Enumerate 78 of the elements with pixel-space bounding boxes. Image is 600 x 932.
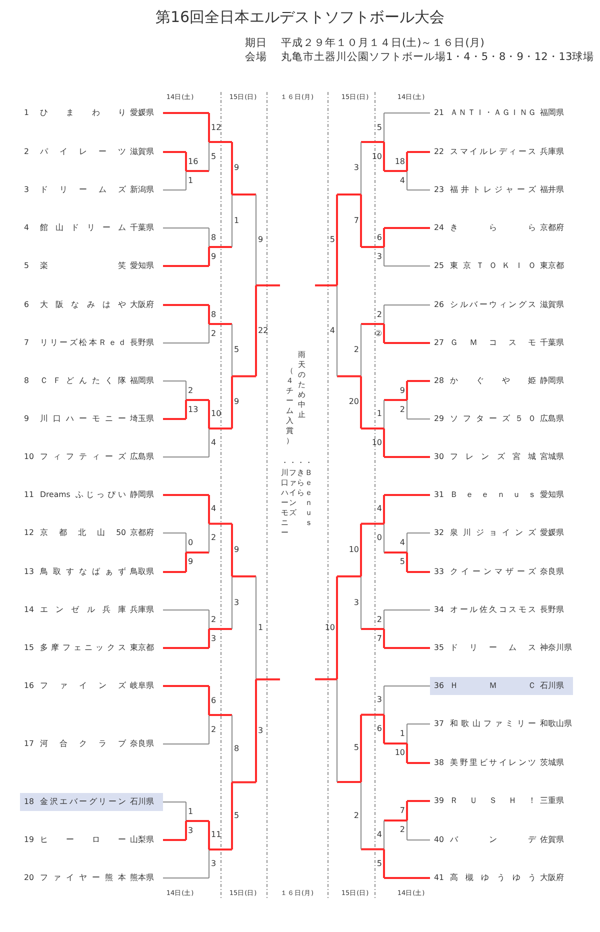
score: 8: [211, 310, 216, 320]
score: 4: [330, 326, 335, 336]
score: 0: [376, 533, 382, 544]
score: 2: [376, 614, 382, 624]
score: 10: [372, 438, 382, 448]
score: 9: [234, 163, 240, 174]
score: 9: [234, 545, 240, 556]
score: 1: [258, 622, 264, 633]
score: 5: [354, 743, 359, 754]
score: 12: [211, 122, 222, 132]
score: 22: [258, 326, 268, 336]
score: 4: [376, 504, 382, 514]
score: 2: [211, 614, 216, 624]
score: 8: [234, 744, 240, 754]
field-value: 丸亀市土器川公園ソフトボール場1・4・5・8・9・12・13球場: [281, 50, 594, 64]
score: 4: [211, 438, 216, 448]
score: 4: [211, 504, 216, 514]
score: 9: [234, 397, 240, 408]
score: 11: [211, 830, 222, 840]
score: 9: [188, 557, 194, 568]
score: 6: [376, 724, 382, 734]
title: 第16回全日本エルデストソフトボール大会: [154, 8, 446, 27]
score: 8: [211, 232, 216, 242]
score: 10: [372, 152, 382, 162]
field-label: 期日: [245, 36, 267, 50]
score: 5: [211, 152, 216, 162]
score: 2: [211, 328, 216, 338]
score: 2: [376, 310, 382, 320]
score: 2: [400, 825, 405, 836]
score: 1: [234, 216, 240, 226]
score: 3: [211, 858, 216, 869]
field-label: 会場: [245, 50, 267, 64]
score: 3: [188, 826, 194, 836]
score: 1: [376, 409, 382, 420]
score: 2: [211, 724, 216, 734]
score: 3: [376, 252, 382, 262]
score: 20: [348, 397, 359, 408]
score: 5: [234, 810, 240, 821]
score: 5: [330, 234, 335, 245]
score: 10: [394, 748, 405, 758]
score: 10: [211, 409, 222, 420]
score: 2: [400, 404, 405, 414]
score: 9: [400, 386, 405, 396]
score: 3: [258, 726, 264, 736]
score: 5: [234, 345, 240, 356]
score: 3: [234, 598, 240, 608]
score: 9: [258, 234, 264, 245]
score: 5: [376, 122, 382, 132]
score: 2: [211, 533, 216, 544]
score: 3: [354, 598, 359, 608]
score: 2: [354, 810, 359, 821]
score: 1: [400, 728, 405, 739]
score: 3: [211, 634, 216, 644]
score: 6: [376, 232, 382, 242]
score: 1: [188, 806, 194, 816]
score: 5: [376, 858, 382, 869]
score: 0: [188, 538, 194, 548]
score: 4: [376, 830, 382, 840]
score: 9: [211, 252, 216, 262]
field-value: 平成２９年１０月１４日(土)～１６日(月): [281, 36, 484, 50]
score: 2: [188, 386, 194, 396]
score: 7: [376, 634, 382, 644]
score: 4: [400, 538, 405, 548]
score: 2: [354, 345, 359, 356]
score: 16: [188, 156, 198, 166]
score: 5: [400, 557, 405, 568]
score: ②: [374, 328, 382, 338]
score: 1: [188, 176, 194, 186]
score: 13: [188, 404, 198, 414]
score: 7: [354, 216, 359, 226]
score: 10: [324, 622, 335, 633]
score: 3: [376, 695, 382, 706]
score: 6: [211, 696, 216, 706]
score: 4: [400, 176, 405, 186]
score: 7: [400, 806, 405, 816]
score: 3: [354, 163, 359, 174]
score: 10: [348, 545, 359, 556]
score: 18: [394, 156, 405, 166]
